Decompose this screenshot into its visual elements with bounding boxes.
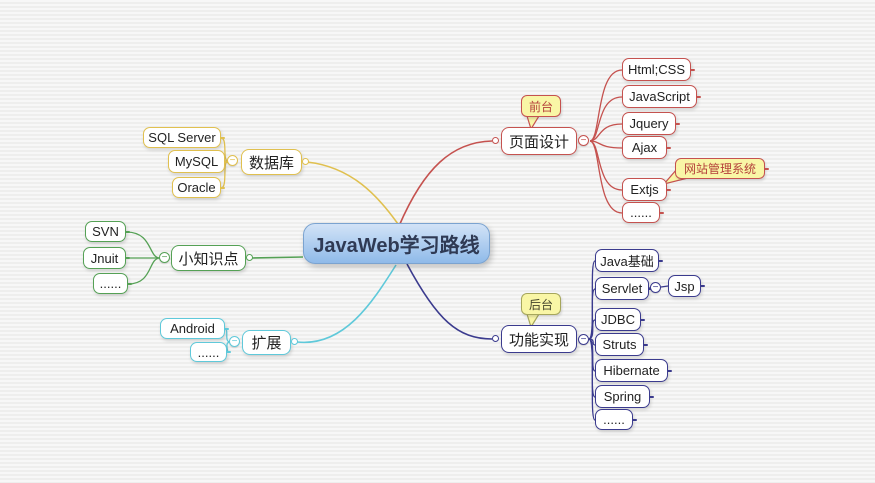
branch-database-label: 数据库	[248, 154, 294, 172]
callout-backend-label: 后台	[528, 297, 553, 312]
branch-design-label: 页面设计	[508, 133, 569, 151]
branch-design-node[interactable]: 页面设计	[501, 127, 577, 155]
connector-dot-extension	[291, 338, 298, 345]
child-javabasics-node[interactable]: Java基础	[595, 249, 663, 272]
connector-dot-impl	[492, 335, 499, 342]
connector-dot-design	[492, 137, 499, 144]
branch-database-node[interactable]: 数据库	[241, 149, 302, 175]
child-design-more-node[interactable]: ......	[622, 202, 664, 223]
child-javascript-node[interactable]: JavaScript	[622, 85, 701, 108]
edge-center-design	[398, 140, 493, 227]
callout-backend[interactable]: 后台	[521, 293, 561, 315]
child-extjs-node[interactable]: Extjs	[622, 178, 671, 201]
callout-website-mgmt[interactable]: 网站管理系统	[675, 158, 769, 179]
branch-impl-node[interactable]: 功能实现	[501, 325, 577, 353]
edges-tips-children	[125, 231, 161, 285]
edge-center-extension	[296, 264, 397, 344]
child-servlet-node[interactable]: Servlet	[595, 277, 653, 300]
collapse-icon-design[interactable]: −	[578, 135, 589, 146]
child-mysql-node[interactable]: MySQL	[168, 150, 229, 173]
connector-dot-database	[302, 158, 309, 165]
edges-impl-children	[588, 260, 669, 421]
branch-tips-node[interactable]: 小知识点	[171, 245, 246, 271]
child-jquery-node[interactable]: Jquery	[622, 112, 680, 135]
child-svn-node[interactable]: SVN	[85, 221, 130, 242]
child-jnuit-node[interactable]: Jnuit	[83, 247, 130, 269]
child-tips-more-node[interactable]: ......	[93, 273, 132, 294]
child-impl-more-node[interactable]: ......	[595, 409, 637, 430]
branch-impl-label: 功能实现	[508, 331, 569, 349]
child-struts-node[interactable]: Struts	[595, 333, 648, 356]
collapse-icon-impl[interactable]: −	[578, 334, 589, 345]
child-spring-node[interactable]: Spring	[595, 385, 654, 408]
edge-center-tips	[251, 256, 304, 259]
central-topic-node[interactable]: JavaWeb学习路线	[303, 223, 490, 264]
edge-center-database	[306, 161, 399, 225]
callout-website-mgmt-label: 网站管理系统	[683, 162, 756, 176]
collapse-icon-servlet[interactable]: −	[650, 282, 661, 293]
child-ajax-node[interactable]: Ajax	[622, 136, 671, 159]
collapse-icon-extension[interactable]: −	[229, 336, 240, 347]
child-oracle-node[interactable]: Oracle	[172, 177, 225, 198]
child-htmlcss-node[interactable]: Html;CSS	[622, 58, 695, 81]
child-hibernate-node[interactable]: Hibernate	[595, 359, 672, 382]
branch-extension-label: 扩展	[251, 335, 282, 352]
central-topic-label: JavaWeb学习路线	[313, 235, 480, 257]
collapse-icon-tips[interactable]: −	[159, 252, 170, 263]
callout-frontend-label: 前台	[528, 99, 553, 114]
child-sqlserver-node[interactable]: SQL Server	[143, 127, 225, 148]
branch-tips-label: 小知识点	[178, 250, 239, 268]
child-jdbc-node[interactable]: JDBC	[595, 308, 645, 331]
branch-extension-node[interactable]: 扩展	[242, 330, 291, 355]
child-extension-more-node[interactable]: ......	[190, 342, 231, 362]
edge-center-impl	[406, 263, 493, 340]
collapse-icon-database[interactable]: −	[227, 155, 238, 166]
child-android-node[interactable]: Android	[160, 318, 229, 339]
connector-dot-tips	[246, 254, 253, 261]
callout-frontend[interactable]: 前台	[521, 95, 561, 117]
child-jsp-node[interactable]: Jsp	[668, 275, 705, 297]
edges-design-children	[589, 69, 623, 214]
